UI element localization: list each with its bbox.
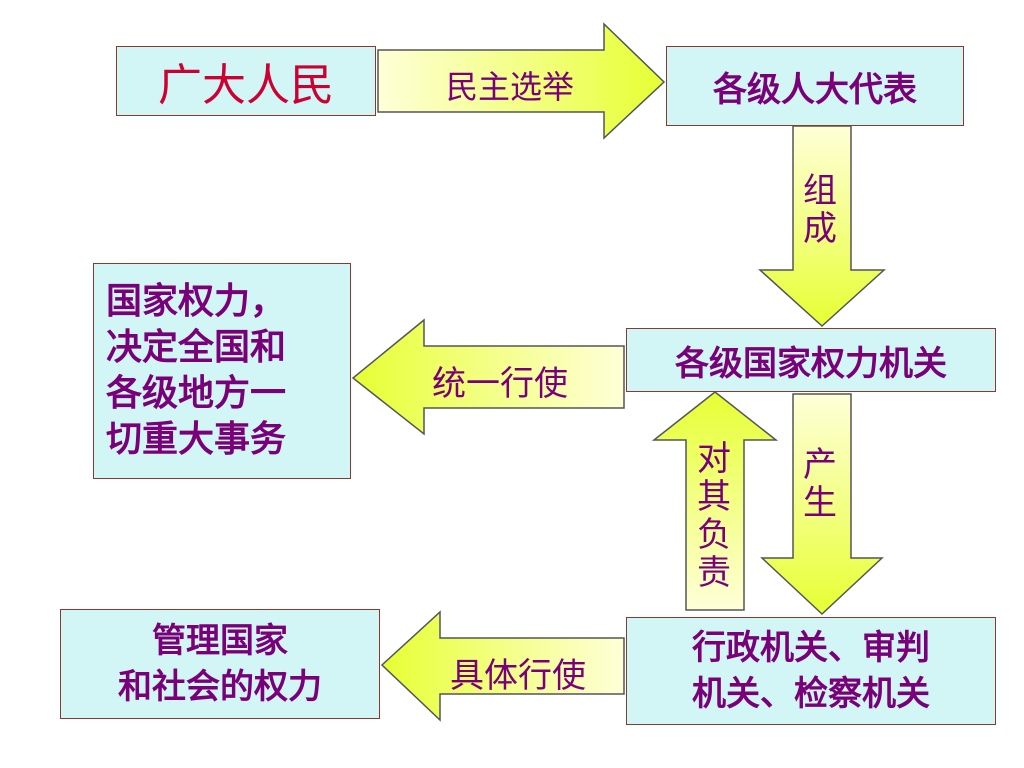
node-manage-power-label: 管理国家 和社会的权力 — [118, 621, 322, 707]
node-congress: 各级人大代表 — [666, 46, 964, 126]
node-state-power-label: 国家权力， 决定全国和 各级地方一 切重大事务 — [106, 281, 287, 460]
arrow-produce — [760, 393, 884, 616]
edge-form-label: 组 成 — [803, 171, 837, 249]
arrow-exercise — [351, 318, 625, 436]
arrow-specific — [380, 610, 625, 722]
edge-specific-label: 具体行使 — [450, 656, 586, 696]
node-people-label: 广大人民 — [158, 60, 334, 111]
node-power-organs-label: 各级国家权力机关 — [675, 343, 947, 384]
edge-produce-label: 产 生 — [803, 445, 837, 523]
edge-exercise-label: 统一行使 — [432, 364, 568, 404]
node-power-organs: 各级国家权力机关 — [626, 328, 996, 392]
node-people: 广大人民 — [116, 46, 376, 116]
edge-responsible-label: 对 其 负 责 — [697, 439, 731, 593]
node-congress-label: 各级人大代表 — [713, 69, 917, 110]
arrow-form — [758, 125, 886, 328]
arrow-responsible — [651, 391, 779, 611]
node-state-power: 国家权力， 决定全国和 各级地方一 切重大事务 — [93, 263, 351, 479]
edge-elect-label: 民主选举 — [445, 68, 574, 106]
node-state-organs: 行政机关、审判 机关、检察机关 — [626, 617, 996, 725]
node-manage-power: 管理国家 和社会的权力 — [60, 609, 380, 719]
arrow-elect — [377, 22, 666, 140]
node-state-organs-label: 行政机关、审判 机关、检察机关 — [692, 628, 930, 714]
